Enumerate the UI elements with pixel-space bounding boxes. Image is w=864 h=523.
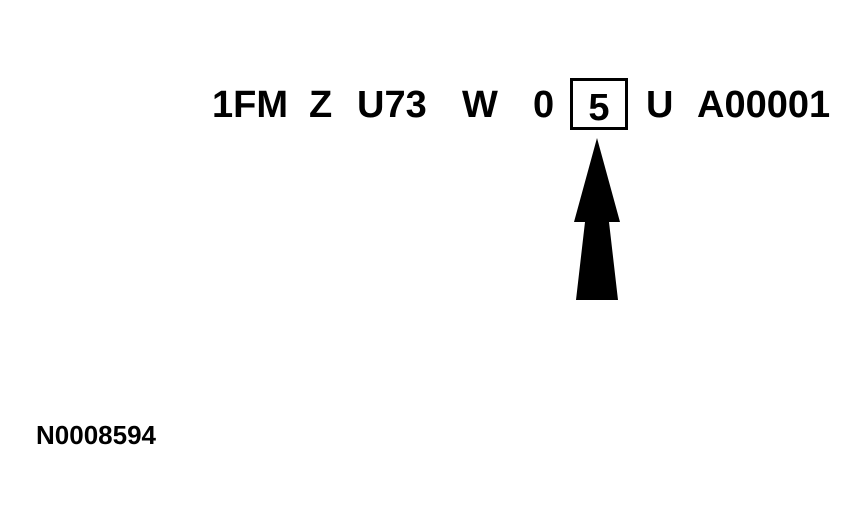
vin-segment-wmi: 1FM — [212, 84, 288, 126]
vin-segment-model: U73 — [357, 84, 427, 126]
vin-segment-restraint: Z — [309, 84, 333, 126]
vin-segment-check-digit: 0 — [533, 84, 555, 126]
vin-segment-plant: U — [646, 84, 674, 126]
vin-code: 1FM Z U73 W 0 5 U A00001 — [0, 0, 864, 140]
vin-segment-model-year: 5 — [588, 87, 610, 129]
vin-segment-serial: A00001 — [697, 84, 831, 126]
figure-id: N0008594 — [36, 420, 156, 450]
up-arrow-shape — [574, 138, 620, 300]
vin-segment-engine: W — [462, 84, 498, 126]
vin-highlight-box: 5 — [570, 78, 628, 130]
up-arrow-icon — [574, 138, 620, 300]
